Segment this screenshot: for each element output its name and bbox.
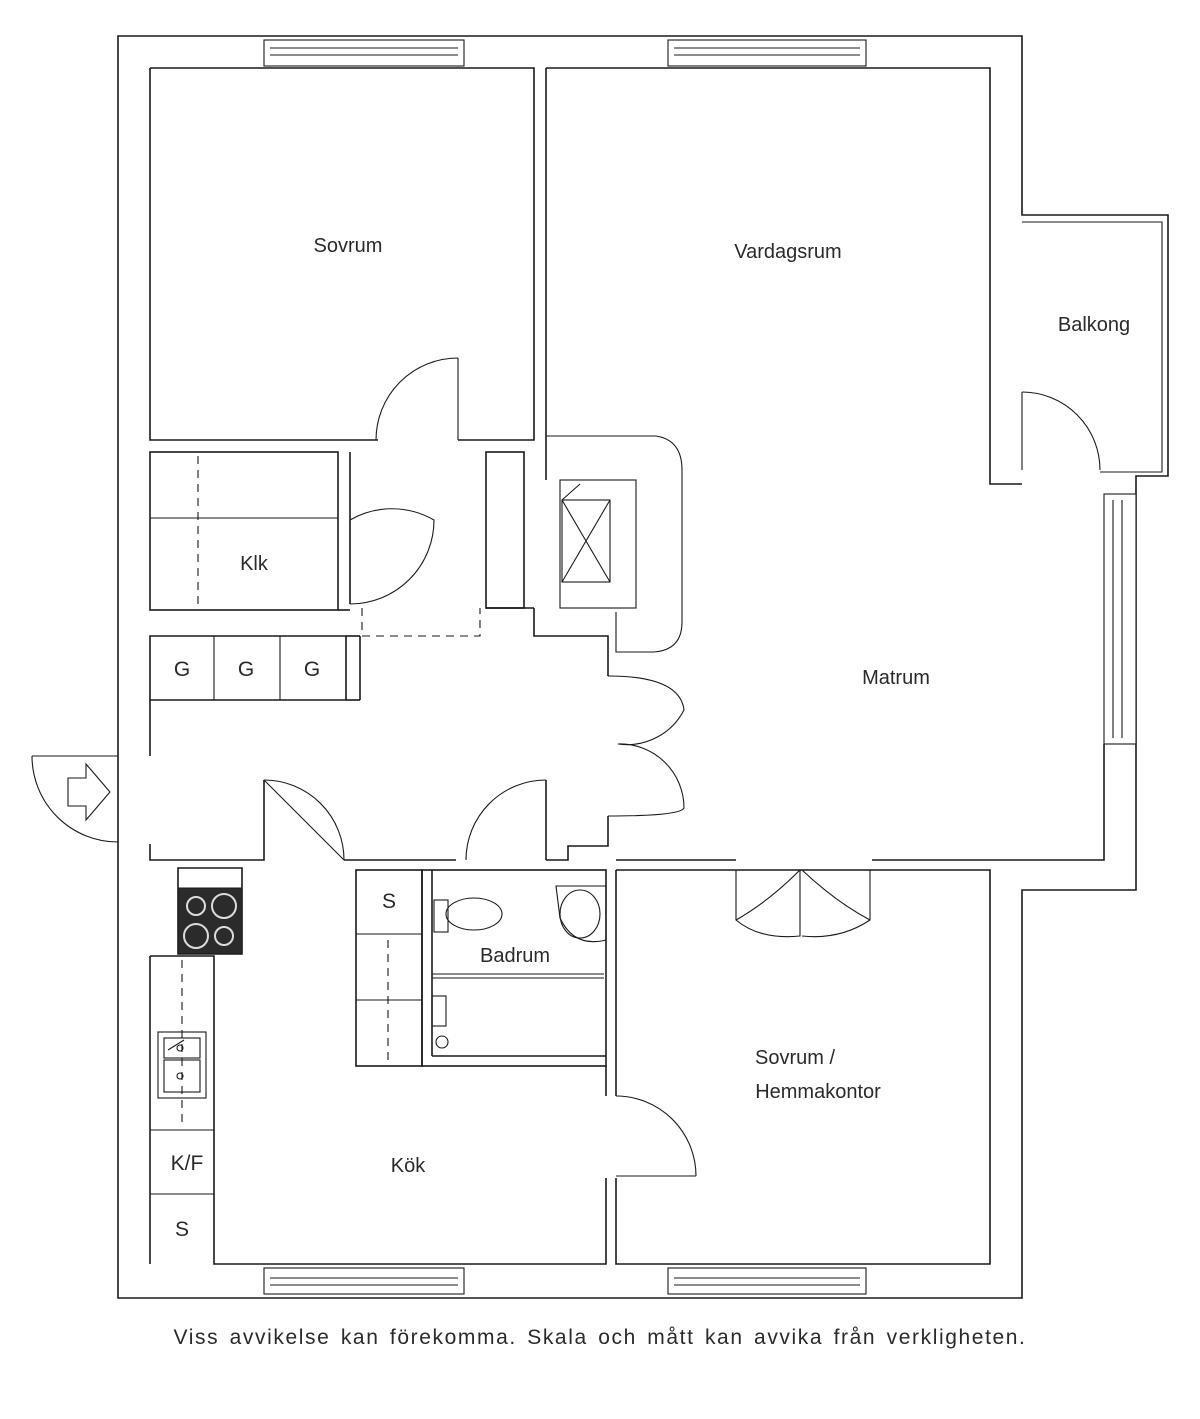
windows — [263, 39, 1137, 1295]
label-sovrum-hemmakontor-2: Hemmakontor — [755, 1081, 881, 1103]
room-sovrum — [149, 67, 535, 441]
label-s-kitchen: S — [175, 1218, 189, 1241]
room-kok — [149, 867, 607, 1265]
outer-walls — [117, 35, 1169, 1299]
label-kok: Kök — [391, 1155, 426, 1177]
disclaimer-text: Viss avvikelse kan förekomma. Skala och … — [173, 1326, 1027, 1349]
label-s-bath: S — [382, 890, 396, 913]
label-kf: K/F — [171, 1152, 204, 1175]
room-vardagsrum — [545, 67, 1022, 653]
room-labels: Sovrum Vardagsrum Balkong Klk Matrum Bad… — [240, 235, 1130, 1177]
balcony-door — [1021, 391, 1101, 471]
room-matrum — [616, 744, 1105, 938]
storage-g — [149, 635, 361, 701]
label-matrum: Matrum — [862, 667, 930, 689]
label-balkong: Balkong — [1058, 314, 1130, 336]
label-g-2: G — [238, 658, 254, 681]
label-vardagsrum: Vardagsrum — [734, 241, 841, 263]
label-sovrum: Sovrum — [314, 235, 383, 257]
closet-labels: G G G S K/F S — [171, 658, 396, 1241]
room-badrum — [355, 869, 607, 1067]
hallway — [31, 608, 685, 861]
room-klk — [149, 451, 534, 637]
label-g-3: G — [304, 658, 320, 681]
label-sovrum-hemmakontor-1: Sovrum / — [755, 1047, 835, 1069]
label-klk: Klk — [240, 553, 269, 575]
room-sovrum-hemmakontor — [615, 869, 991, 1265]
label-g-1: G — [174, 658, 190, 681]
label-badrum: Badrum — [480, 945, 550, 967]
